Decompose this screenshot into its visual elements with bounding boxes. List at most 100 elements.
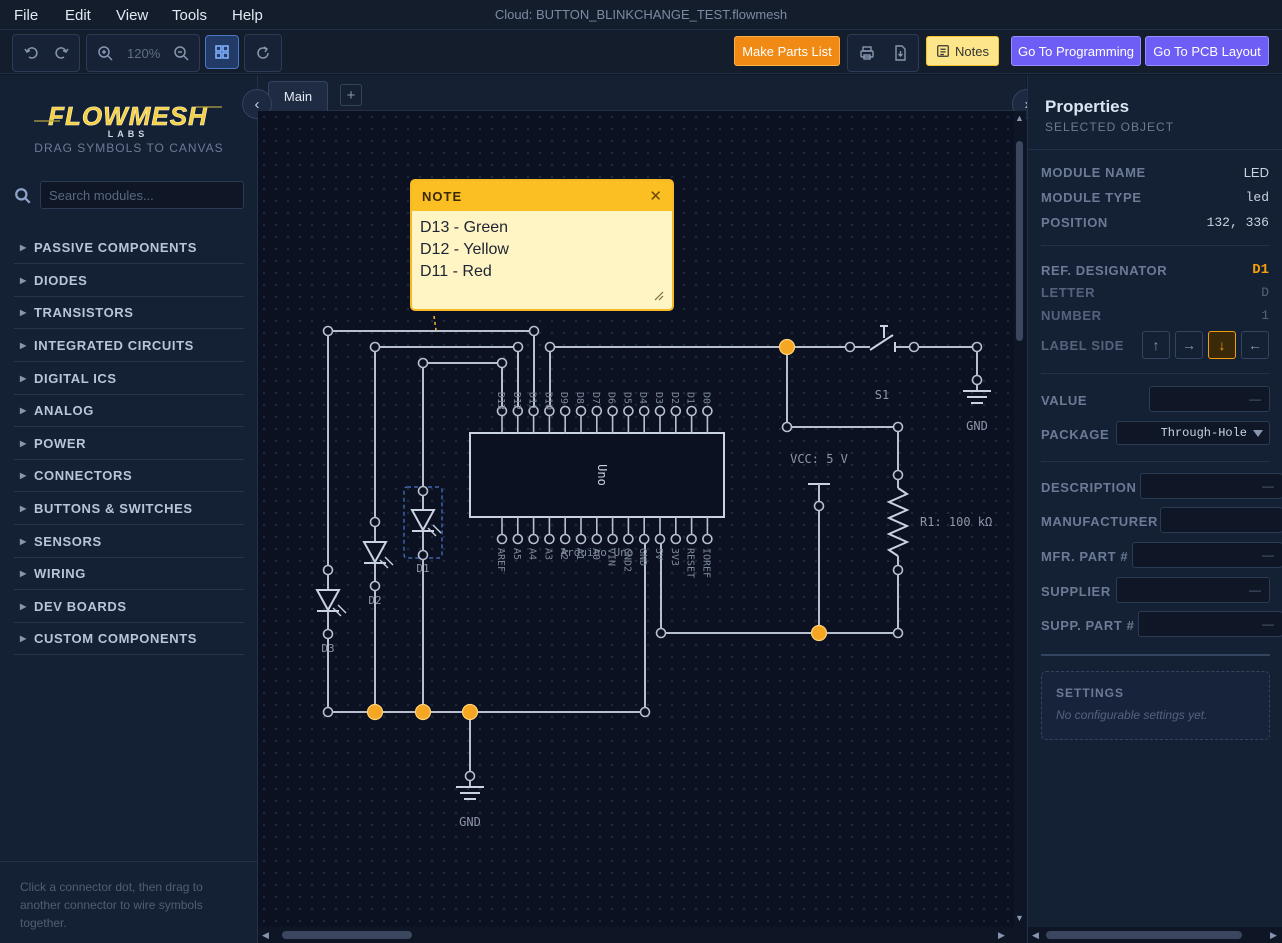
bottom-pin-connector[interactable] [559,533,571,545]
category-buttons-switches[interactable]: ▶BUTTONS & SWITCHES [14,493,244,525]
scroll-right-icon[interactable]: ▶ [1270,930,1277,940]
bottom-pin-connector[interactable] [575,533,587,545]
category-custom-components[interactable]: ▶CUSTOM COMPONENTS [14,623,244,655]
top-pin-connector[interactable] [623,405,634,417]
supp-part-input[interactable]: — [1138,611,1282,637]
scroll-right-icon[interactable]: ▶ [998,930,1005,940]
category-wiring[interactable]: ▶WIRING [14,558,244,590]
scrollbar-thumb[interactable] [282,931,412,939]
junction-dot[interactable] [366,703,384,721]
wire-endpoint[interactable] [655,627,667,639]
export-button[interactable] [885,39,915,67]
note-body[interactable]: D13 - Green D12 - Yellow D11 - Red [412,211,672,281]
bottom-pin-connector[interactable] [654,533,666,545]
bottom-pin-connector[interactable] [686,533,697,545]
junction-dot[interactable] [461,703,479,721]
wire-endpoint[interactable] [322,706,334,718]
print-button[interactable] [852,39,882,67]
led-d3[interactable]: D3 [315,564,347,656]
top-pin-connector[interactable] [528,405,539,417]
search-input[interactable] [40,181,244,209]
resistor-r1[interactable]: R1: 100 kΩ [886,469,992,576]
wire-endpoint[interactable] [544,341,556,353]
bottom-pin-connector[interactable] [544,533,555,545]
junction-dot[interactable] [778,338,796,356]
scroll-left-icon[interactable]: ◀ [262,930,269,940]
bottom-pin-connector[interactable] [607,533,618,545]
category-dev-boards[interactable]: ▶DEV BOARDS [14,591,244,623]
category-integrated-circuits[interactable]: ▶INTEGRATED CIRCUITS [14,330,244,362]
bottom-pin-connector[interactable] [512,533,524,545]
ground-symbol-right[interactable]: GND [963,374,991,434]
led-d1[interactable]: D1 [403,485,443,576]
go-to-programming-button[interactable]: Go To Programming [1011,36,1141,66]
wire-endpoint[interactable] [639,706,651,718]
category-passive-components[interactable]: ▶PASSIVE COMPONENTS [14,232,244,264]
close-icon[interactable]: ✕ [649,188,662,205]
wire-endpoint[interactable] [971,341,983,353]
wire-endpoint[interactable] [496,357,508,369]
category-analog[interactable]: ▶ANALOG [14,395,244,427]
wire-endpoint[interactable] [369,341,381,353]
manufacturer-input[interactable] [1160,507,1282,533]
bottom-pin-connector[interactable] [638,533,650,545]
mfr-part-input[interactable]: — [1132,542,1282,568]
notes-button[interactable]: Notes [926,36,999,66]
add-tab-button[interactable]: + [340,84,362,106]
package-select[interactable]: Through-Hole [1116,421,1270,445]
led-d2[interactable]: D2 [362,516,394,608]
scroll-down-icon[interactable]: ▼ [1015,913,1024,923]
vcc-symbol[interactable]: VCC: 5 V [790,452,848,512]
junction-dot[interactable] [810,624,828,642]
wire-endpoint[interactable] [512,341,524,353]
switch-s1[interactable]: S1 [844,325,920,402]
menu-edit[interactable]: Edit [65,7,91,24]
scroll-left-icon[interactable]: ◀ [1032,930,1039,940]
menu-view[interactable]: View [116,7,149,24]
undo-button[interactable] [16,39,46,67]
top-pin-connector[interactable] [607,405,618,417]
go-to-pcb-layout-button[interactable]: Go To PCB Layout [1145,36,1269,66]
top-pin-connector[interactable] [670,405,682,417]
top-pin-connector[interactable] [544,405,555,417]
top-pin-connector[interactable] [559,405,571,417]
category-connectors[interactable]: ▶CONNECTORS [14,460,244,492]
top-pin-connector[interactable] [702,405,713,417]
ground-symbol-bottom[interactable]: GND [456,770,484,830]
redo-button[interactable] [47,39,77,67]
value-input[interactable]: — [1149,386,1270,412]
ref-designator-value[interactable]: D1 [1252,262,1269,278]
bottom-pin-connector[interactable] [670,533,682,545]
menu-file[interactable]: File [14,7,39,24]
wire-endpoint[interactable] [892,421,904,433]
top-pin-connector[interactable] [638,405,650,417]
scrollbar-thumb[interactable] [1016,141,1023,341]
bottom-pin-connector[interactable] [528,533,539,545]
top-pin-connector[interactable] [575,405,587,417]
category-digital-ics[interactable]: ▶DIGITAL ICS [14,363,244,395]
bottom-pin-connector[interactable] [496,533,508,545]
menu-help[interactable]: Help [232,7,263,24]
category-power[interactable]: ▶POWER [14,428,244,460]
wire-endpoint[interactable] [322,325,334,337]
properties-horizontal-scrollbar[interactable]: ◀ ▶ [1028,927,1282,943]
resize-handle-icon[interactable] [654,291,664,301]
wire-endpoint[interactable] [417,357,429,369]
label-side-down-button[interactable]: ↓ [1208,331,1236,359]
scroll-up-icon[interactable]: ▲ [1015,113,1024,123]
category-diodes[interactable]: ▶DIODES [14,265,244,297]
make-parts-list-button[interactable]: Make Parts List [734,36,840,66]
menu-tools[interactable]: Tools [172,7,208,24]
canvas-vertical-scrollbar[interactable]: ▲ ▼ [1014,111,1026,927]
tab-main[interactable]: Main [268,81,328,111]
zoom-in-button[interactable] [90,39,120,67]
top-pin-connector[interactable] [512,405,524,417]
category-sensors[interactable]: ▶SENSORS [14,526,244,558]
description-input[interactable]: — [1140,473,1282,499]
top-pin-connector[interactable] [591,405,603,417]
label-side-right-button[interactable]: → [1175,331,1203,359]
grid-toggle-button[interactable] [205,35,239,69]
top-pin-connector[interactable] [686,405,697,417]
